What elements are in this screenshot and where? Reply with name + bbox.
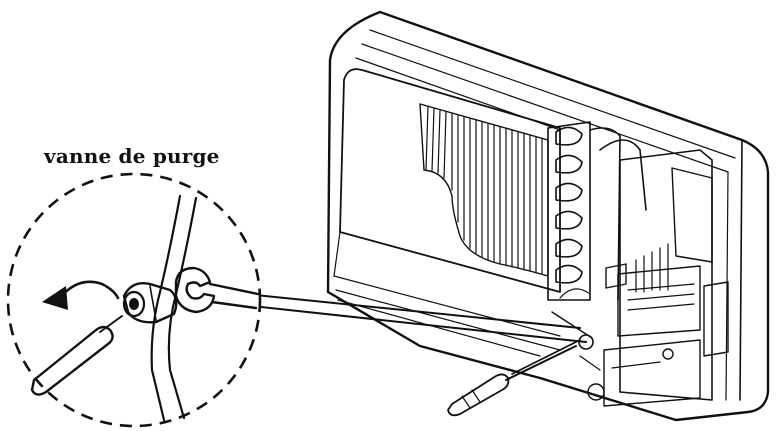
callout-leader-lines bbox=[205, 289, 587, 343]
wrench-icon bbox=[174, 266, 260, 314]
rotation-arrow-icon bbox=[42, 280, 120, 310]
detail-callout bbox=[6, 172, 262, 428]
purge-valve-label: vanne de purge bbox=[44, 144, 220, 168]
hand-screwdriver bbox=[30, 315, 123, 396]
unit-purge-valve bbox=[551, 288, 601, 371]
heat-exchanger-fins bbox=[419, 103, 549, 277]
coil-tube-bends bbox=[547, 121, 647, 301]
electronics-bay bbox=[587, 149, 729, 407]
screwdriver-icon bbox=[447, 339, 581, 417]
air-conditioner-unit bbox=[326, 10, 770, 422]
purge-valve-icon bbox=[122, 282, 178, 324]
